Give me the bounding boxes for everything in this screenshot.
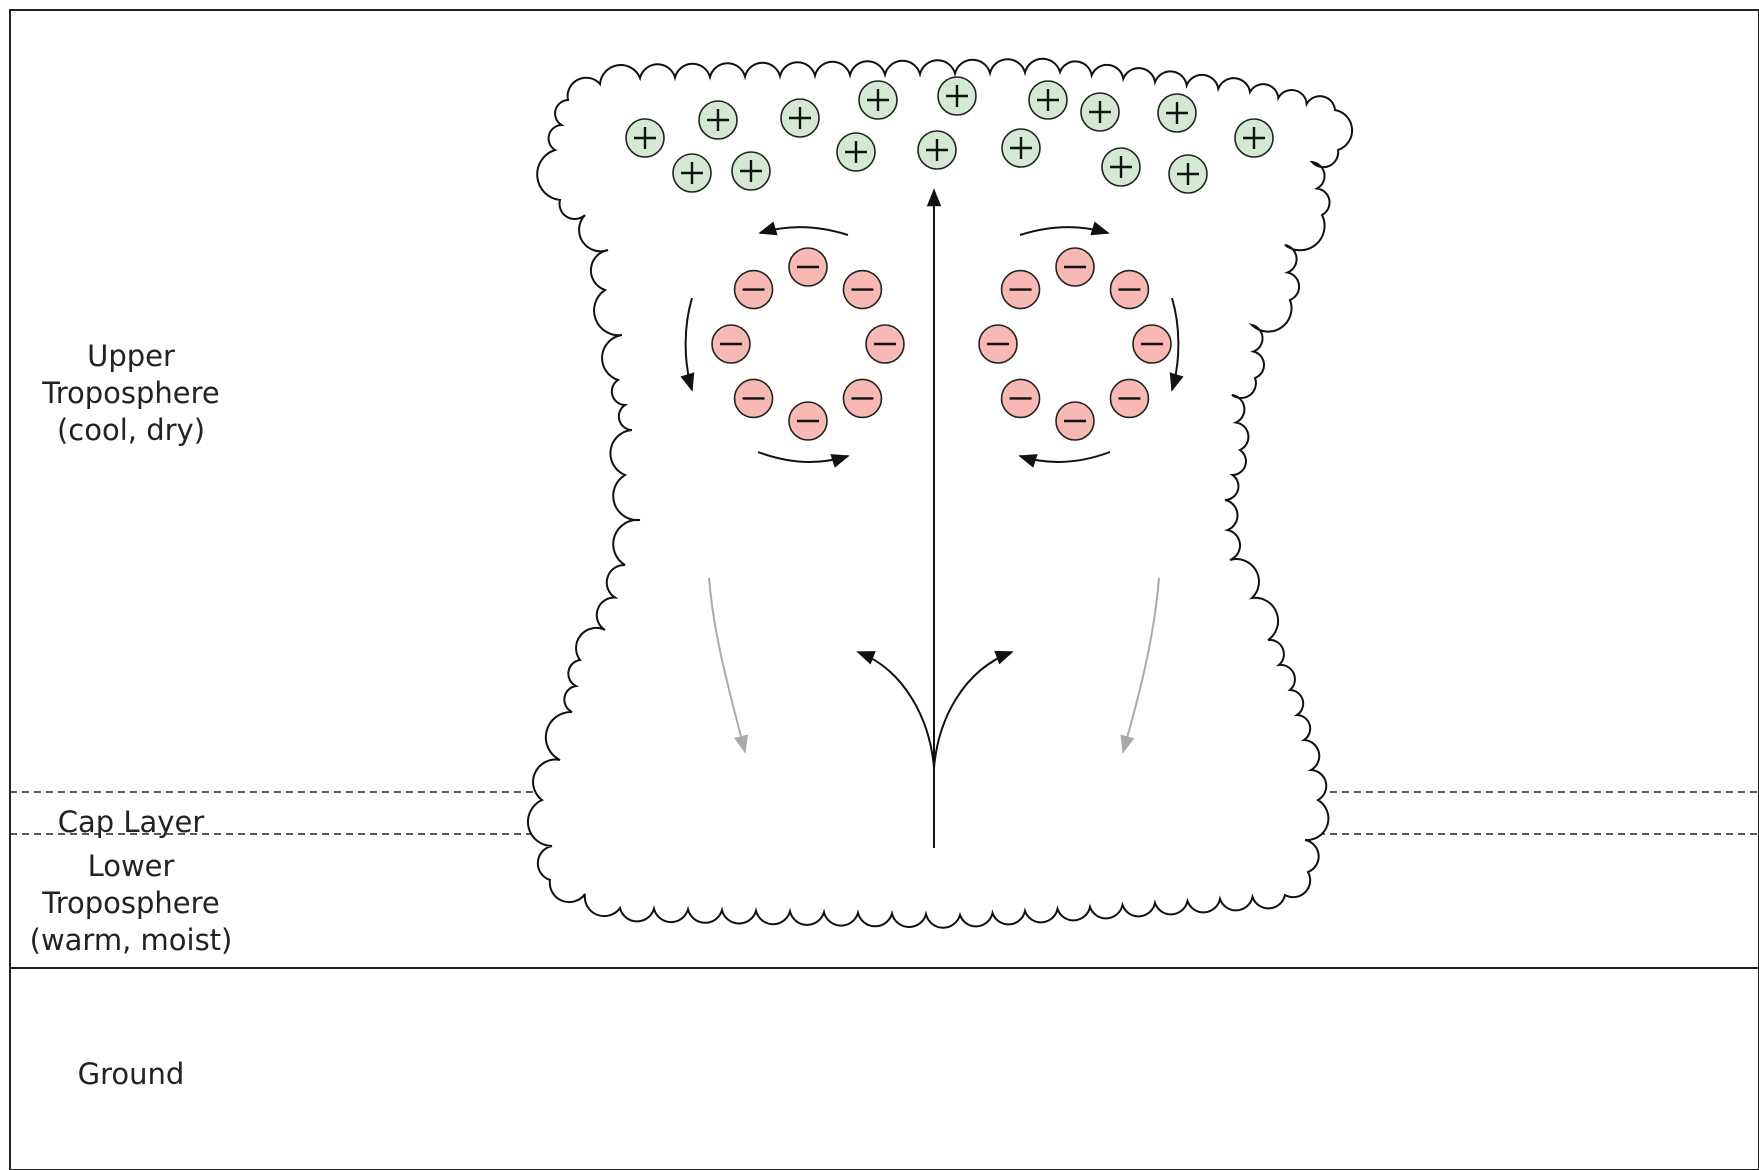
negative-charge-icon — [1133, 325, 1171, 363]
negative-charge-icon — [979, 325, 1017, 363]
positive-charge-icon — [781, 99, 819, 137]
positive-charge-icon — [673, 154, 711, 192]
negative-charge-icon — [843, 379, 881, 417]
cap-layer-label: Cap Layer — [20, 804, 242, 841]
negative-charge-icon — [1110, 379, 1148, 417]
positive-charge-icon — [1235, 119, 1273, 157]
positive-charge-icon — [1169, 155, 1207, 193]
negative-charge-icon — [712, 325, 750, 363]
negative-charge-icon — [789, 248, 827, 286]
lower-troposphere-label: Lower Troposphere (warm, moist) — [14, 848, 248, 959]
negative-charge-icon — [1056, 248, 1094, 286]
negative-charge-icon — [843, 271, 881, 309]
positive-charge-icon — [859, 81, 897, 119]
positive-charge-icon — [732, 152, 770, 190]
negative-charge-icon — [735, 271, 773, 309]
positive-charge-icon — [837, 133, 875, 171]
positive-charge-icon — [626, 119, 664, 157]
positive-charge-icon — [1158, 94, 1196, 132]
positive-charge-icon — [1081, 93, 1119, 131]
positive-charge-icon — [918, 131, 956, 169]
negative-charge-icon — [789, 402, 827, 440]
positive-charge-icon — [1029, 81, 1067, 119]
negative-charge-icon — [1002, 379, 1040, 417]
positive-charge-icon — [938, 77, 976, 115]
negative-charge-icon — [1110, 271, 1148, 309]
negative-charge-icon — [1002, 271, 1040, 309]
positive-charge-icon — [1102, 148, 1140, 186]
negative-charge-icon — [866, 325, 904, 363]
positive-charge-icon — [1002, 129, 1040, 167]
positive-charge-icon — [699, 101, 737, 139]
negative-charge-icon — [735, 379, 773, 417]
upper-troposphere-label: Upper Troposphere (cool, dry) — [20, 338, 242, 449]
ground-label: Ground — [20, 1056, 242, 1093]
cumulonimbus-cloud — [528, 59, 1352, 928]
negative-charge-icon — [1056, 402, 1094, 440]
